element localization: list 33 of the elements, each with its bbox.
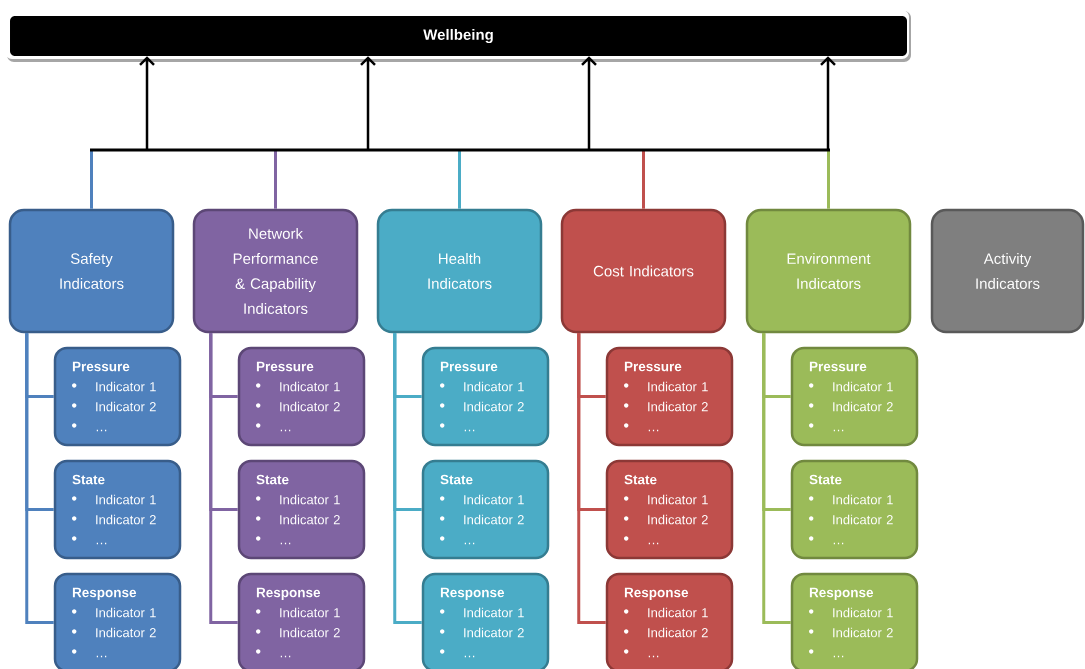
category-box: Network Performance & Capability Indicators bbox=[192, 208, 359, 334]
connector-line bbox=[577, 333, 606, 624]
indicator-box: Pressure Indicator 1 Indicator 2 … bbox=[237, 346, 366, 447]
category-box: Environment Indicators bbox=[745, 208, 912, 334]
indicator-box: Pressure Indicator 1 Indicator 2 … bbox=[53, 346, 182, 447]
heading-bar: Wellbeing bbox=[5, 10, 911, 62]
indicator-box: Pressure Indicator 1 Indicator 2 … bbox=[790, 346, 919, 447]
connector-line bbox=[90, 150, 93, 209]
category-box: Activity Indicators bbox=[930, 208, 1085, 334]
indicator-box: Response Indicator 1 Indicator 2 … bbox=[790, 572, 919, 669]
indicator-box: Response Indicator 1 Indicator 2 … bbox=[421, 572, 550, 669]
connector-line bbox=[458, 150, 461, 209]
connector-line bbox=[827, 150, 830, 209]
category-box: Safety Indicators bbox=[8, 208, 175, 334]
connector-line bbox=[274, 150, 277, 209]
connector-line bbox=[762, 333, 791, 624]
arrow-trunk bbox=[90, 56, 836, 152]
category-box: Health Indicators bbox=[376, 208, 543, 334]
indicator-box: State Indicator 1 Indicator 2 … bbox=[605, 459, 734, 560]
connector-line bbox=[25, 333, 54, 624]
category-box: Cost Indicators bbox=[560, 208, 727, 334]
connector-line bbox=[209, 333, 238, 624]
indicator-box: Response Indicator 1 Indicator 2 … bbox=[237, 572, 366, 669]
indicator-box: Response Indicator 1 Indicator 2 … bbox=[53, 572, 182, 669]
indicator-box: Pressure Indicator 1 Indicator 2 … bbox=[605, 346, 734, 447]
indicator-box: Pressure Indicator 1 Indicator 2 … bbox=[421, 346, 550, 447]
indicator-box: State Indicator 1 Indicator 2 … bbox=[790, 459, 919, 560]
indicator-box: State Indicator 1 Indicator 2 … bbox=[237, 459, 366, 560]
indicator-box: State Indicator 1 Indicator 2 … bbox=[421, 459, 550, 560]
connector-line bbox=[642, 150, 645, 209]
connector-line bbox=[393, 333, 422, 624]
indicator-box: Response Indicator 1 Indicator 2 … bbox=[605, 572, 734, 669]
indicator-box: State Indicator 1 Indicator 2 … bbox=[53, 459, 182, 560]
